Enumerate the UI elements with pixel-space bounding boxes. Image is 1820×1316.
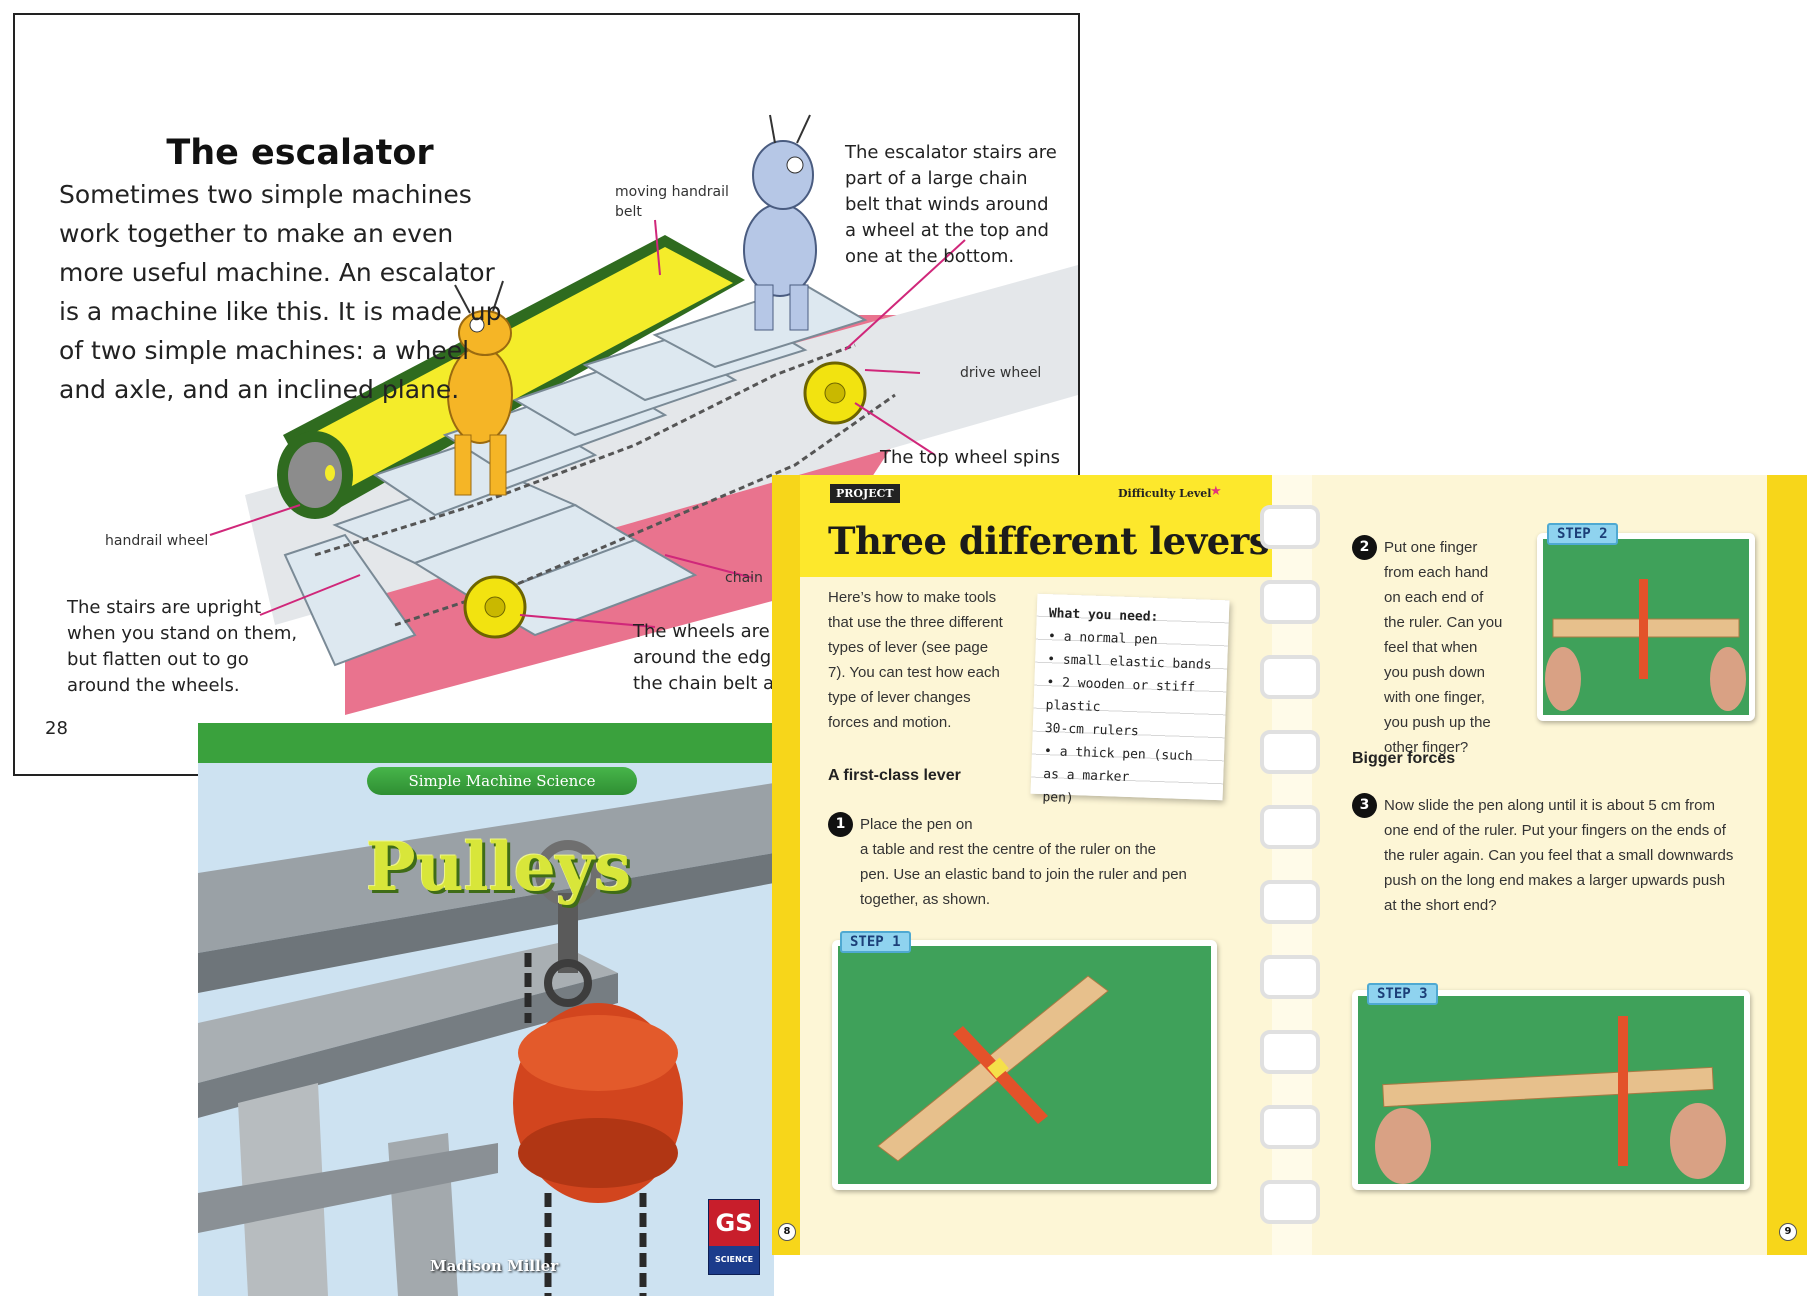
logo-sub: SCIENCE [714,1255,754,1264]
note-line: The escalator stairs are [845,142,1057,163]
text-line: at the short end? [1384,897,1497,914]
text-line: forces and motion. [828,714,952,731]
binder-ring [1260,655,1320,699]
escalator-body-text: Sometimes two simple machines work toget… [59,180,502,404]
text-line: Put one finger [1384,539,1478,556]
bigger-forces-heading: Bigger forces [1352,750,1456,767]
pulleys-book-cover: Simple Machine Science Pulleys Madison M… [198,723,774,1296]
binder-ring [1260,1105,1320,1149]
ruler-fingers-image [1545,579,1746,711]
series-banner: Simple Machine Science [367,767,637,795]
step-3-photo [1352,990,1750,1190]
note-line: the chain belt a [633,673,775,694]
note-line: one at the bottom. [845,246,1015,267]
step-3-number: 3 [1352,793,1377,818]
step-3-tag: STEP 3 [1367,983,1438,1005]
binder-ring [1260,805,1320,849]
note-top-wheel: The top wheel spins [880,447,1061,468]
note-line: around the wheels. [67,675,240,696]
note-line: a wheel at the top and [845,220,1049,241]
note-line: but flatten out to go [67,649,249,670]
text-line: the ruler again. Can you feel that a sma… [1384,847,1734,864]
binder-ring [1260,1180,1320,1224]
cover-title: Pulleys [366,828,632,906]
intro-text: Here’s how to make tools that use the th… [828,585,1003,735]
label-drive-wheel: drive wheel [960,365,1042,381]
text-line: type of lever changes [828,689,971,706]
three-levers-spread: PROJECT Difficulty Level ★ Three differe… [772,475,1807,1255]
note-stairs-upright: The stairs are upright when you stand on… [67,595,297,699]
text-line: types of lever (see page [828,639,989,656]
text-line: other finger? [1384,739,1469,756]
text-line: feel that when [1384,639,1478,656]
text-line: one end of the ruler. Put your fingers o… [1384,822,1726,839]
text-line: you push up the [1384,714,1491,731]
step-2-number: 2 [1352,535,1377,560]
label-moving-handrail: moving handrail belt [615,182,729,222]
note-wheels-edge: The wheels are a around the edge the cha… [633,619,786,697]
cover-author: Madison Miller [430,1257,559,1275]
note-line: The stairs are upright [67,597,262,618]
page-number: 28 [45,718,68,739]
binder-ring [1260,880,1320,924]
text-line: from each hand [1384,564,1489,581]
text-line: on each end of [1384,589,1484,606]
text-line: a table and rest the centre of the ruler… [860,841,1157,858]
step-3-text: Now slide the pen along until it is abou… [1384,793,1733,918]
note-line: part of a large chain [845,168,1028,189]
right-page-number: 9 [1779,1223,1797,1241]
ruler-short-end-image [1375,1016,1726,1184]
text-line: with one finger, [1384,689,1485,706]
step-1-photo [832,940,1217,1190]
label-line: belt [615,204,642,220]
text-line: push on the long end makes a larger upwa… [1384,872,1726,889]
step-1-tag: STEP 1 [840,931,911,953]
step-2-photo [1537,533,1755,721]
note-line: around the edge [633,647,783,668]
card-item: • a thick pen (such as a marker [1042,744,1193,786]
note-line: The wheels are a [633,621,787,642]
step-1-number: 1 [828,812,853,837]
ruler-pen-image [877,975,1109,1162]
difficulty-level: Difficulty Level [1118,487,1212,500]
note-line: belt that winds around [845,194,1049,215]
text-line: you push down [1384,664,1485,681]
binder-ring [1260,505,1320,549]
text-line: pen. Use an elastic band to join the rul… [860,866,1187,883]
star-icon: ★ [1210,484,1222,499]
binder-ring [1260,730,1320,774]
text-line: the ruler. Can you [1384,614,1503,631]
step-2-text: Put one finger from each hand on each en… [1384,535,1502,760]
what-you-need-card: What you need: • a normal pen • small el… [1030,593,1230,806]
text-line: Place the pen on [860,816,973,833]
text-line: that use the three different [828,614,1003,631]
note-line: when you stand on them, [67,623,298,644]
spread-title: Three different levers [828,519,1270,563]
note-stairs-chain: The escalator stairs are part of a large… [845,140,1057,270]
step-2-tag: STEP 2 [1547,523,1618,545]
text-line: together, as shown. [860,891,991,908]
step-1-text: Place the pen on a table and rest the ce… [860,812,1187,912]
text-line: 7). You can test how each [828,664,1000,681]
right-yellow-band [1767,475,1807,1255]
binder-ring [1260,580,1320,624]
binder-ring [1260,1030,1320,1074]
binder-ring [1260,955,1320,999]
text-line: Now slide the pen along until it is abou… [1384,797,1716,814]
label-chain: chain [725,570,763,586]
cover-photo [198,723,774,1296]
left-yellow-band [772,475,800,1255]
escalator-page: The escalator Sometimes two simple machi… [13,13,1080,776]
escalator-illustration [209,114,1078,715]
text-line: Here’s how to make tools [828,589,997,606]
first-class-heading: A first-class lever [828,767,961,784]
label-handrail-wheel: handrail wheel [105,533,209,549]
label-line: moving handrail [615,184,729,200]
card-item: • 2 wooden or stiff plastic [1045,675,1196,715]
logo-main: GS [709,1200,759,1246]
left-page-number: 8 [778,1223,796,1241]
escalator-title: The escalator [166,133,434,173]
project-tag: PROJECT [830,484,900,503]
publisher-logo: GS SCIENCE [708,1199,760,1275]
